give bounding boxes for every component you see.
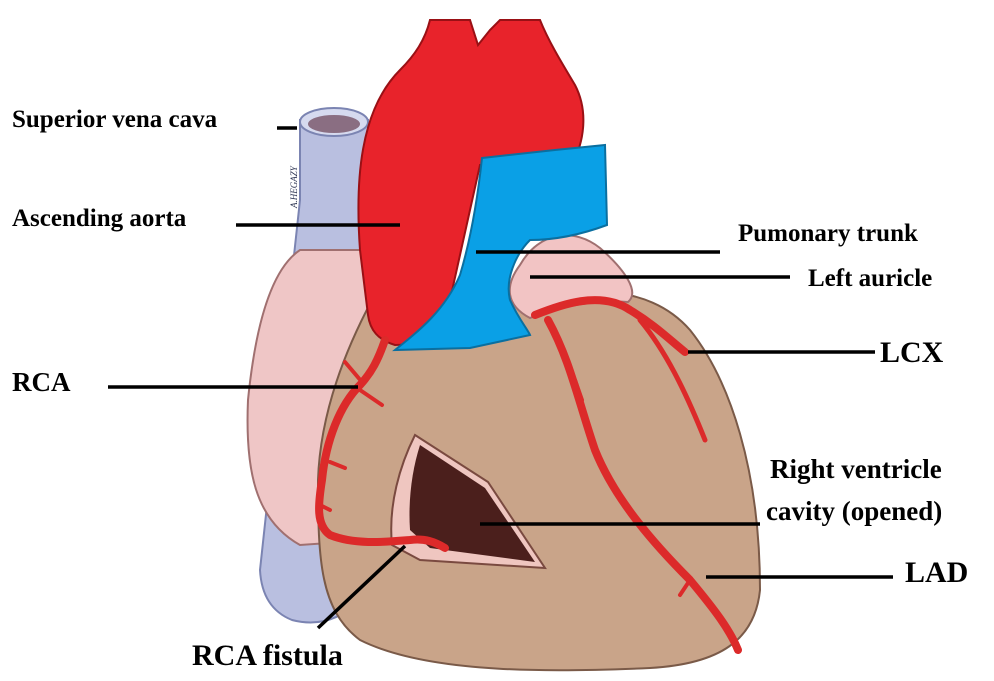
svc-lumen [308,115,360,133]
label-right-ventricle-line2: cavity (opened) [766,496,942,526]
label-right-ventricle-line1: Right ventricle [770,454,942,484]
label-pulmonary-trunk: Pumonary trunk [738,220,918,247]
label-rca: RCA [12,367,71,397]
label-superior-vena-cava: Superior vena cava [12,106,218,133]
label-rca-fistula: RCA fistula [192,639,343,672]
label-left-auricle: Left auricle [808,265,932,292]
label-lad: LAD [905,556,968,589]
label-lcx: LCX [880,336,944,369]
artist-signature: A.HEGAZY [289,165,299,209]
label-ascending-aorta: Ascending aorta [12,205,187,232]
